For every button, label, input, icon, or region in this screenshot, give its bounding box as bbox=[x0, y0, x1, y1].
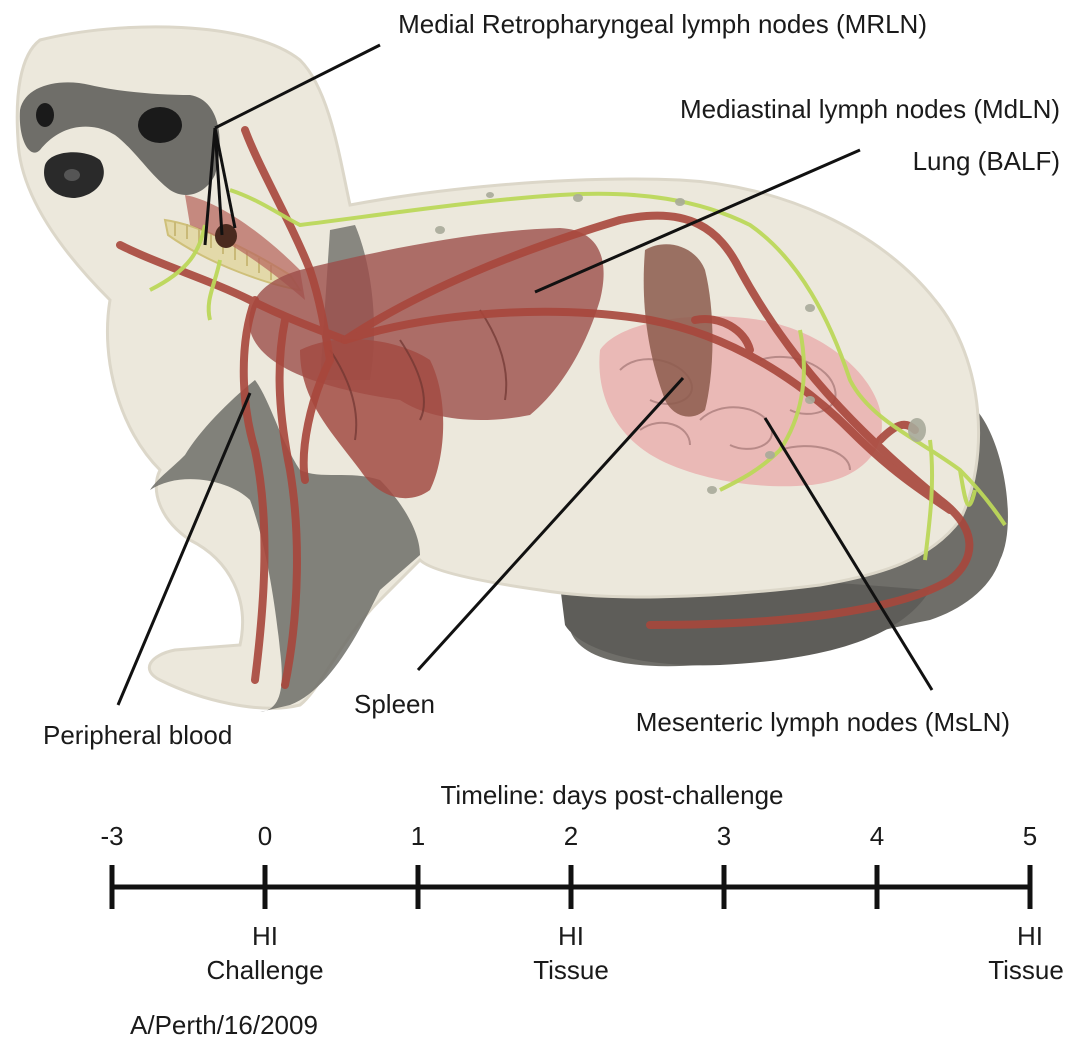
timeline-tick-label: 2 bbox=[564, 821, 578, 851]
timeline-tick-label: 3 bbox=[717, 821, 731, 851]
timeline-event-hi: HI bbox=[558, 921, 584, 951]
label-peripheral-blood: Peripheral blood bbox=[43, 720, 232, 750]
label-lung: Lung (BALF) bbox=[913, 146, 1060, 176]
ferret-illustration bbox=[17, 27, 1008, 712]
timeline-event-hi: HI bbox=[1017, 921, 1043, 951]
timeline-tick-label: -3 bbox=[100, 821, 123, 851]
timeline: Timeline: days post-challenge -3 0 1 2 3 4 5 H… bbox=[100, 780, 1063, 1040]
timeline-ticks: -3 0 1 2 3 4 5 bbox=[100, 821, 1037, 909]
label-msln: Mesenteric lymph nodes (MsLN) bbox=[636, 707, 1010, 737]
strain-label: A/Perth/16/2009 bbox=[130, 1010, 318, 1040]
timeline-tick-label: 4 bbox=[870, 821, 884, 851]
timeline-title: Timeline: days post-challenge bbox=[441, 780, 784, 810]
nose-highlight bbox=[64, 169, 80, 181]
label-spleen: Spleen bbox=[354, 689, 435, 719]
timeline-event-label: Challenge bbox=[206, 955, 323, 985]
timeline-events: HI Challenge HI Tissue HI Tissue bbox=[206, 921, 1063, 985]
label-mrln: Medial Retropharyngeal lymph nodes (MRLN… bbox=[398, 9, 927, 39]
timeline-event-hi: HI bbox=[252, 921, 278, 951]
timeline-event-label: Tissue bbox=[988, 955, 1064, 985]
label-mdln: Mediastinal lymph nodes (MdLN) bbox=[680, 94, 1060, 124]
left-eye bbox=[36, 103, 54, 127]
timeline-tick-label: 0 bbox=[258, 821, 272, 851]
right-eye bbox=[138, 107, 182, 143]
timeline-tick-label: 5 bbox=[1023, 821, 1037, 851]
timeline-tick-label: 1 bbox=[411, 821, 425, 851]
timeline-event-label: Tissue bbox=[533, 955, 609, 985]
